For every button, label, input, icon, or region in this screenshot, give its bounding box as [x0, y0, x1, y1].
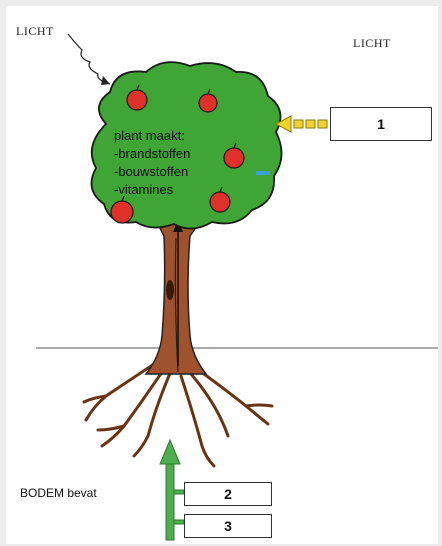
apple [110, 200, 134, 224]
blue-marker [256, 171, 270, 175]
answer-box-1[interactable]: 1 [330, 107, 432, 141]
plant-makes-text: plant maakt: -brandstoffen -bouwstoffen … [114, 127, 254, 199]
apple-stems [121, 84, 237, 202]
trunk-knot [166, 280, 174, 300]
light-label-right: LICHT [353, 36, 391, 50]
bodem-label: BODEM bevat [20, 486, 97, 500]
trunk-split-line [174, 237, 179, 373]
apples [110, 89, 245, 224]
answer-box-2[interactable]: 2 [184, 482, 272, 506]
green-arrow [159, 438, 185, 541]
light-arrow-head [101, 76, 110, 85]
plant-makes-item: -brandstoffen [114, 146, 191, 161]
tree-illustration [36, 33, 438, 541]
diagram-canvas: LICHT LICHT plant maakt: -brandstoffen -… [6, 6, 438, 544]
apple [198, 93, 218, 113]
apple [126, 89, 148, 111]
light-label-left: LICHT [16, 24, 54, 38]
plant-makes-item: -vitamines [114, 182, 174, 197]
answer-box-3[interactable]: 3 [184, 514, 272, 538]
light-squiggle-arrow [67, 33, 111, 85]
plant-makes-item: -bouwstoffen [114, 164, 189, 179]
yellow-arrow [274, 115, 328, 133]
plant-makes-heading: plant maakt: [114, 128, 185, 143]
